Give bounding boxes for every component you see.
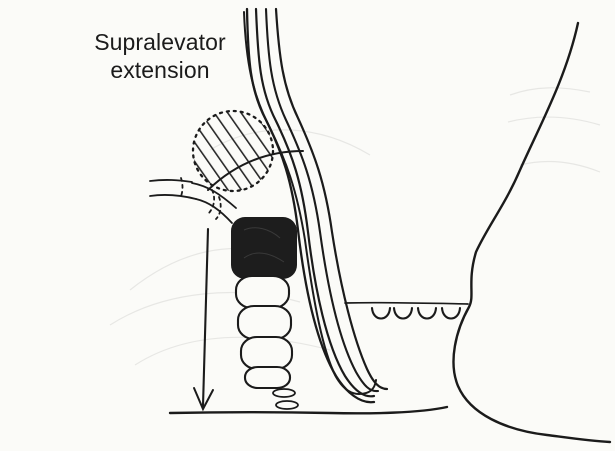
supralevator-extension-region	[193, 111, 273, 191]
vertical-arrow	[194, 229, 213, 409]
dark-lesion	[231, 217, 297, 279]
base-line	[170, 407, 447, 413]
right-contour	[454, 23, 610, 442]
label-supralevator: Supralevator	[70, 29, 250, 56]
small-ovals	[273, 389, 298, 409]
connecting-line	[345, 303, 468, 304]
label-extension: extension	[70, 57, 250, 84]
stacked-segments	[236, 276, 292, 388]
background-show-through	[110, 88, 600, 365]
u-shaped-markings	[372, 308, 460, 319]
